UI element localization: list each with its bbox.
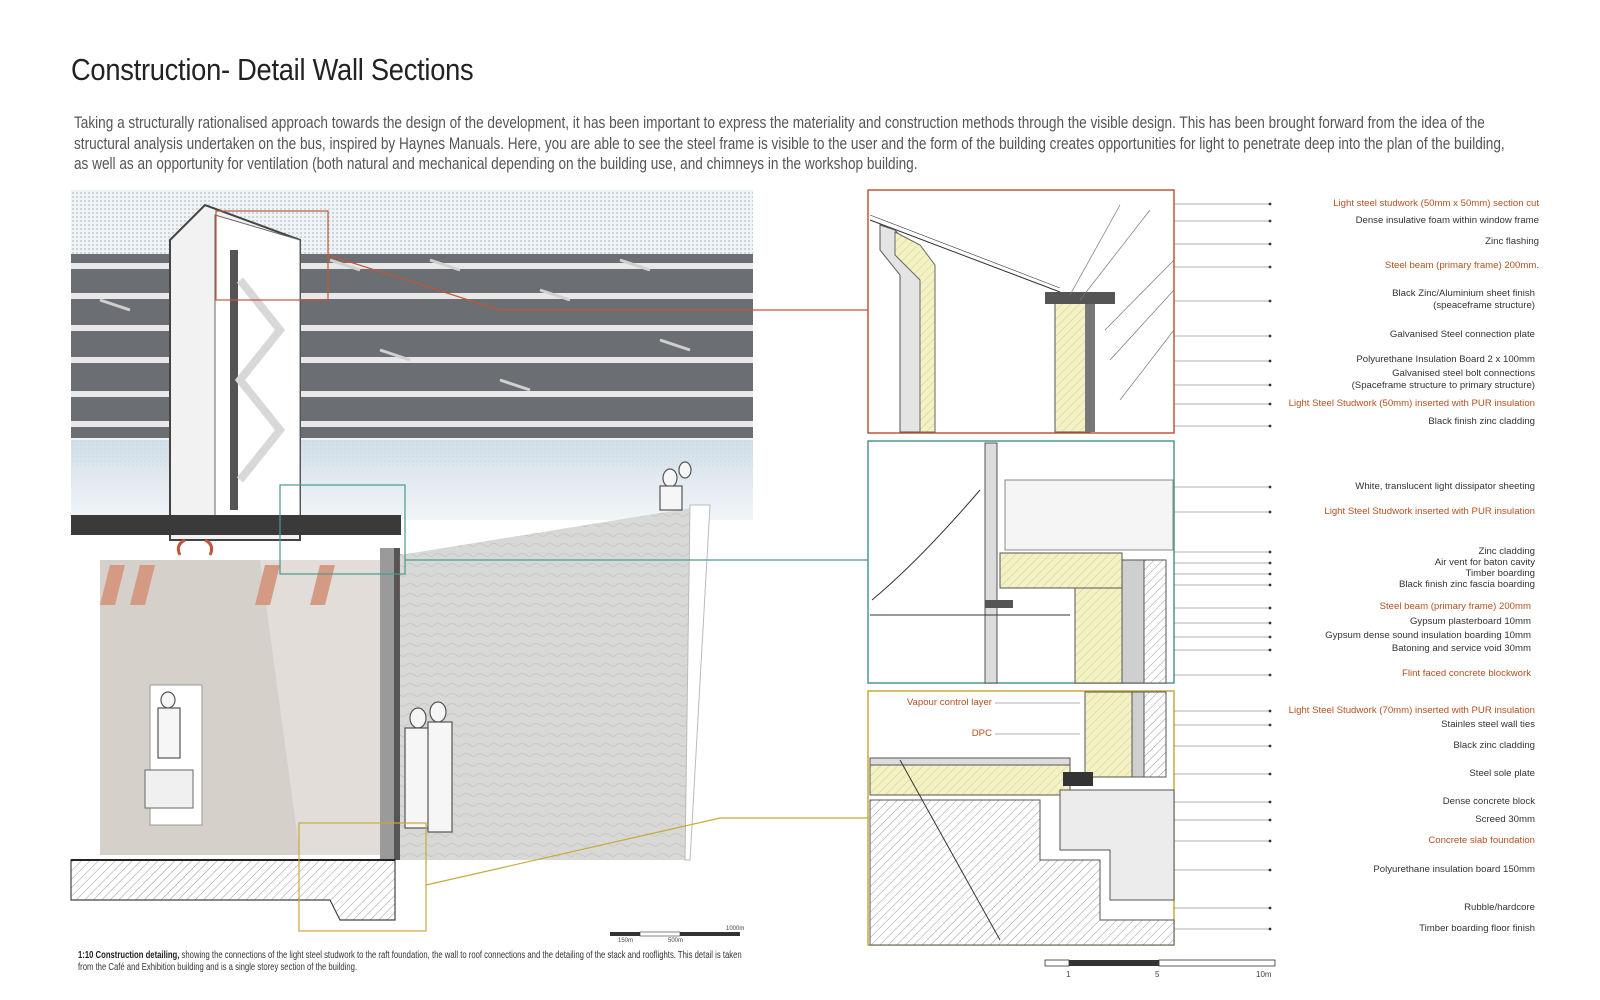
detail-bottom [867, 690, 1175, 946]
label-top-2: Zinc flashing [1485, 236, 1539, 247]
label-mid-3: Air vent for baton cavity [1434, 557, 1535, 568]
label-top-4: Black Zinc/Aluminium sheet finish (speac… [1392, 288, 1535, 311]
label-top-6: Polyurethane Insulation Board 2 x 100mm [1356, 354, 1535, 365]
label-bottom-5: Screed 30mm [1475, 814, 1535, 825]
label-mid-1: Light Steel Studwork inserted with PUR i… [1324, 506, 1535, 517]
label-bottom-3: Steel sole plate [1469, 768, 1535, 779]
perspective-section [70, 190, 753, 937]
label-dpc: DPC [971, 728, 992, 739]
label-top-1: Dense insulative foam within window fram… [1355, 215, 1539, 226]
label-bottom-2: Black zinc cladding [1453, 740, 1535, 751]
label-top-3: Steel beam (primary frame) 200mm. [1384, 260, 1539, 271]
scale-bar-left [610, 931, 740, 937]
caption-text: showing the connections of the light ste… [78, 950, 742, 973]
label-mid-10: Flint faced concrete blockwork [1401, 668, 1531, 679]
label-bottom-6: Concrete slab foundation [1428, 835, 1535, 846]
roof-slab [71, 515, 401, 535]
label-top-0: Light steel studwork (50mm x 50mm) secti… [1333, 198, 1539, 209]
external-wall [380, 548, 394, 860]
scale-right-2: 10m [1256, 970, 1272, 979]
raft-foundation [70, 859, 396, 921]
label-vapour-control: Vapour control layer [906, 697, 992, 708]
callout-mid [279, 484, 406, 575]
caption-bold: 1:10 Construction detailing, [78, 950, 180, 961]
scale-left-0: 150m [618, 938, 634, 944]
scale-left-1: 500m [668, 938, 684, 944]
page-title: Construction- Detail Wall Sections [71, 52, 474, 87]
label-mid-8: Gypsum dense sound insulation boarding 1… [1325, 630, 1531, 641]
callout-bottom [298, 822, 427, 932]
label-bottom-8: Rubble/hardcore [1464, 902, 1535, 913]
label-top-7: Galvanised steel bolt connections (Space… [1351, 368, 1535, 391]
label-bottom-9: Timber boarding floor finish [1419, 923, 1535, 934]
landscape-wedge [400, 505, 710, 860]
label-top-9: Black finish zinc cladding [1428, 416, 1535, 427]
label-bottom-7: Polyurethane insulation board 150mm [1373, 864, 1535, 875]
label-bottom-4: Dense concrete block [1442, 796, 1535, 807]
scale-bar-right [1044, 959, 1276, 967]
label-leaders [995, 203, 1270, 930]
scale-left-2: 1000m [726, 926, 745, 932]
label-mid-0: White, translucent light dissipator shee… [1355, 481, 1535, 492]
label-bottom-0: Light Steel Studwork (70mm) inserted wit… [1288, 705, 1535, 716]
scale-right-0: 1 [1066, 970, 1071, 979]
intro-paragraph: Taking a structurally rationalised appro… [74, 114, 1505, 173]
label-mid-6: Steel beam (primary frame) 200mm [1379, 601, 1531, 612]
detail-top [867, 189, 1175, 434]
detail-mid [867, 440, 1175, 684]
label-mid-7: Gypsum plasterboard 10mm [1409, 616, 1531, 627]
drawing-caption: 1:10 Construction detailing, showing the… [78, 950, 756, 974]
label-mid-5: Black finish zinc fascia boarding [1399, 579, 1535, 590]
label-bottom-1: Stainles steel wall ties [1441, 719, 1535, 730]
label-mid-2: Zinc cladding [1478, 546, 1535, 557]
label-mid-4: Timber boarding [1465, 568, 1536, 579]
label-top-5: Galvanised Steel connection plate [1389, 329, 1535, 340]
label-mid-9: Batoning and service void 30mm [1391, 643, 1531, 654]
label-top-8: Light Steel Studwork (50mm) inserted wit… [1288, 398, 1535, 409]
scale-right-1: 5 [1155, 970, 1160, 979]
